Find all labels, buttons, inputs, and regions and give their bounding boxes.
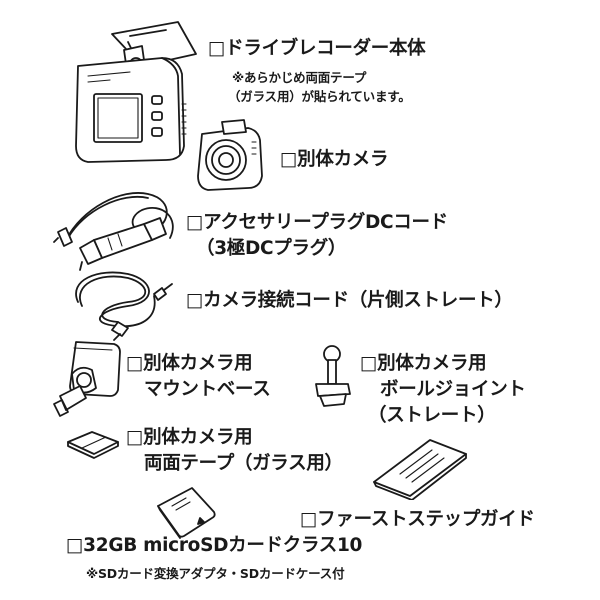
mount-base-illustration [50,338,126,418]
camera-cord-title: □カメラ接続コード（片側ストレート） [186,290,513,311]
camera-cord-illustration [58,266,178,342]
tape-illustration [64,428,120,460]
ball-joint-title-line2: ボールジョイント [380,379,526,400]
main-unit-title: □ドライブレコーダー本体 [208,38,426,59]
camera-title: □別体カメラ [280,149,389,170]
mount-base-title-line2: マウントベース [144,379,271,400]
camera-illustration [192,118,272,194]
tape-title-line1: □別体カメラ用 [126,427,253,448]
main-unit-note-line2: （ガラス用）が貼られています。 [228,89,411,104]
dc-cord-illustration [52,188,184,274]
dc-cord-title-line1: □アクセサリープラグDCコード [186,212,448,233]
main-unit-note-line1: ※あらかじめ両面テープ [232,70,367,85]
dc-cord-title-line2: （3極DCプラグ） [196,238,347,259]
sd-card-title: □32GB microSDカードクラス10 [66,535,363,556]
sd-card-note: ※SDカード変換アダプタ・SDカードケース付 [86,566,345,581]
ball-joint-illustration [310,344,356,408]
mount-base-title-line1: □別体カメラ用 [126,353,253,374]
quick-guide-title: □ファーストステップガイド [300,509,535,530]
tape-title-line2: 両面テープ（ガラス用） [144,453,343,474]
ball-joint-title-line1: □別体カメラ用 [360,353,487,374]
drive-recorder-illustration [70,14,200,164]
microsd-card-illustration [152,484,224,540]
quick-guide-illustration [370,434,470,500]
ball-joint-title-line3: （ストレート） [368,405,496,426]
